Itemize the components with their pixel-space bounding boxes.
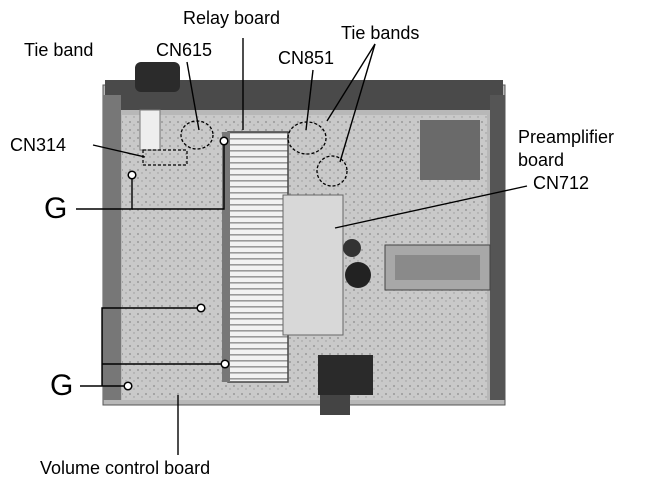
ground-point	[220, 359, 230, 369]
cn314-leader	[92, 144, 146, 158]
ground-top-leader-2	[132, 141, 225, 210]
heat-sink	[222, 131, 289, 383]
preamplifier-board-label-line1: Preamplifier	[518, 127, 615, 147]
preamplifier-board-area	[282, 194, 344, 336]
cn615-label: CN615	[156, 40, 213, 60]
cn851-label: CN851	[278, 48, 335, 68]
cn851-leader	[305, 69, 314, 131]
cn314-label: CN314	[10, 135, 67, 155]
cn615-leader	[186, 61, 200, 131]
cn314-connector-outline	[142, 149, 188, 166]
ground-bottom-leader-1	[101, 307, 201, 386]
tie-bands-label: Tie bands	[341, 23, 420, 43]
ground-point	[196, 303, 206, 313]
ground-points	[123, 136, 230, 391]
preamplifier-board-label-line2: board	[518, 150, 565, 170]
ground-label-bottom: G	[50, 369, 74, 402]
power-section	[318, 120, 491, 415]
leader-lines	[76, 38, 528, 455]
cn712-label: CN712	[533, 173, 590, 193]
tie-band-highlight	[316, 155, 348, 187]
ground-label-top: G	[44, 192, 68, 225]
ribbon-cable	[139, 109, 161, 151]
ground-point	[219, 136, 229, 146]
tie-bands-leader-1	[326, 43, 376, 122]
volume-control-board-label: Volume control board	[40, 458, 211, 478]
ground-point	[123, 381, 133, 391]
tie-band-label: Tie band	[24, 40, 94, 60]
ground-point	[127, 170, 137, 180]
tie-bands-leader-2	[339, 43, 376, 163]
relay-board-label: Relay board	[183, 8, 281, 28]
cn712-leader	[334, 185, 528, 229]
